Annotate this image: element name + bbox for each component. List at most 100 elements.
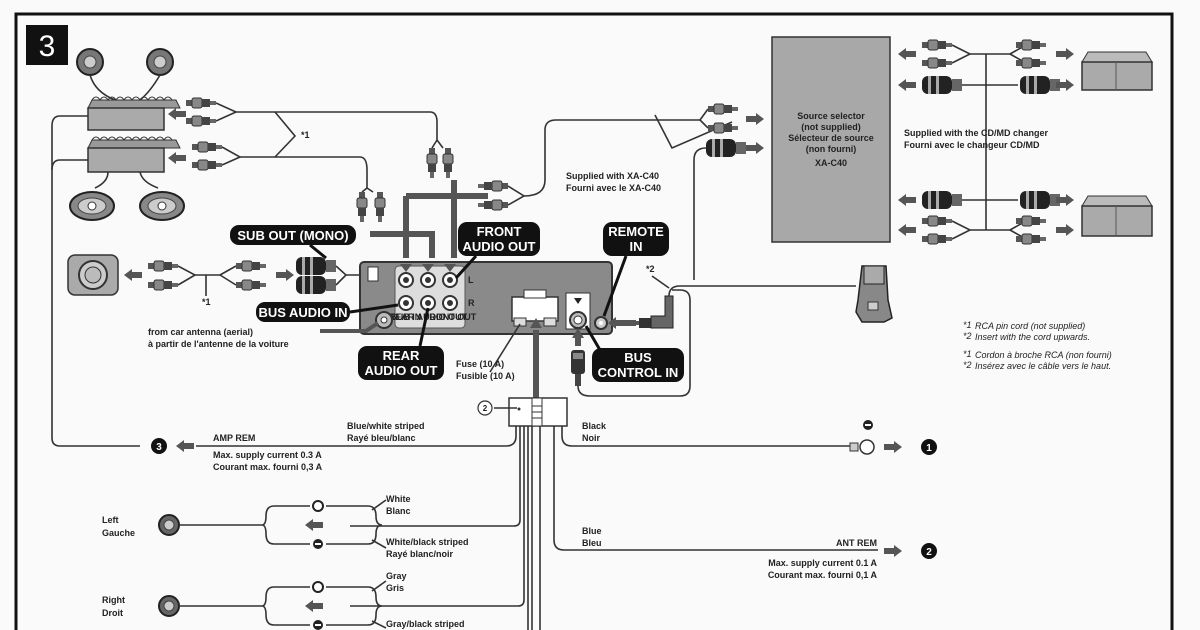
rca-note-sub: *1 [202, 297, 211, 307]
svg-text:Insérez avec le câble vers le: Insérez avec le câble vers le haut. [975, 361, 1111, 371]
supplied-cd-fr: Fourni avec le changeur CD/MD [904, 140, 1040, 150]
svg-text:RCA pin cord (not supplied): RCA pin cord (not supplied) [975, 321, 1085, 331]
supplied-xa-en: Supplied with XA-C40 [566, 171, 659, 181]
svg-text:ANT REM: ANT REM [836, 538, 877, 548]
ground-wire: Black Noir 1 [582, 420, 937, 455]
source-selector-box: Source selector (not supplied) Sélecteur… [771, 36, 891, 243]
jack-label-rear-out: REAR AUDIO OUT [389, 312, 468, 322]
supplied-xa-fr: Fourni avec le XA-C40 [566, 183, 661, 193]
svg-text:*1: *1 [963, 349, 972, 359]
antenna-label-fr: à partir de l'antenne de la voiture [148, 339, 289, 349]
connector-ref-circle [477, 400, 493, 416]
right-speaker-connection: Right Droit Gray Gris Gray/black striped [102, 571, 465, 630]
cd-changer-bottom [1081, 195, 1153, 237]
remote-plug [625, 295, 674, 329]
svg-text:White: White [386, 494, 411, 504]
jack-label-sub-in: SUB IN [391, 312, 422, 322]
svg-text:Gris: Gris [386, 583, 404, 593]
svg-text:Rayé bleu/blanc: Rayé bleu/blanc [347, 433, 416, 443]
svg-text:Courant max. fourni 0,3 A: Courant max. fourni 0,3 A [213, 462, 323, 472]
bus-cable-plug [571, 350, 585, 386]
svg-text:CONTROL IN: CONTROL IN [598, 365, 679, 380]
channel-r-label: R [468, 298, 475, 308]
fuse-label-en: Fuse (10 A) [456, 359, 504, 369]
svg-text:(not supplied): (not supplied) [801, 122, 861, 132]
supplied-cd-en: Supplied with the CD/MD changer [904, 128, 1049, 138]
svg-text:XA-C40: XA-C40 [815, 158, 847, 168]
svg-text:IN: IN [630, 239, 643, 254]
callout-sub-out: SUB OUT (MONO) [230, 225, 356, 260]
figure-frame [14, 12, 1174, 630]
footnotes: *1 RCA pin cord (not supplied) *2 Insert… [963, 320, 1112, 371]
subwoofer [67, 254, 119, 296]
changer-connections [898, 39, 1074, 245]
svg-text:White/black striped: White/black striped [386, 537, 469, 547]
svg-text:Insert with the cord upwards.: Insert with the cord upwards. [975, 332, 1090, 342]
rotary-commander [855, 265, 893, 323]
jack-label-front-out: FRONT OUT [424, 312, 477, 322]
svg-text:AUDIO OUT: AUDIO OUT [365, 363, 438, 378]
plus-icon [312, 581, 324, 593]
svg-text:Sélecteur de source: Sélecteur de source [788, 133, 874, 143]
svg-text:AUDIO OUT: AUDIO OUT [463, 239, 536, 254]
svg-text:Courant max. fourni 0,1 A: Courant max. fourni 0,1 A [768, 570, 878, 580]
svg-text:BUS: BUS [624, 350, 652, 365]
svg-text:(non fourni): (non fourni) [806, 144, 856, 154]
callout-front-audio-out: FRONT AUDIO OUT [454, 222, 540, 280]
svg-text:Blue/white striped: Blue/white striped [347, 421, 425, 431]
svg-text:Gray/black striped: Gray/black striped [386, 619, 465, 629]
channel-l-label: L [468, 275, 474, 285]
svg-text:Right: Right [102, 595, 125, 605]
tweeter-speaker-left [76, 48, 104, 76]
svg-text:Blue: Blue [582, 526, 602, 536]
svg-text:Blanc: Blanc [386, 506, 411, 516]
antenna-jack [375, 311, 393, 329]
callout-rear-audio-out: REAR AUDIO OUT [358, 307, 444, 380]
amplifier-rear [87, 136, 181, 173]
ant-rem-wire: Blue Bleu ANT REM Max. supply current 0.… [582, 526, 937, 580]
left-speaker-connection: Left Gauche White Blanc White/black stri… [102, 494, 469, 559]
svg-text:SUB OUT (MONO): SUB OUT (MONO) [237, 228, 348, 243]
svg-text:*2: *2 [963, 360, 972, 370]
svg-text:*1: *1 [963, 320, 972, 330]
svg-text:*2: *2 [963, 331, 972, 341]
svg-text:Source selector: Source selector [797, 111, 865, 121]
antenna-label-en: from car antenna (aerial) [148, 327, 253, 337]
svg-text:AMP REM: AMP REM [213, 433, 255, 443]
callout-bus-control-in: BUS CONTROL IN [584, 325, 684, 382]
step-number: 3 [39, 30, 56, 63]
svg-text:Noir: Noir [582, 433, 600, 443]
bus-control-jack [565, 292, 591, 330]
svg-text:3: 3 [156, 442, 162, 453]
svg-text:BUS AUDIO IN: BUS AUDIO IN [258, 305, 347, 320]
svg-text:2: 2 [926, 547, 932, 558]
amp-rem-wire: 3 AMP REM Max. supply current 0.3 A Cour… [151, 421, 425, 472]
svg-text:Droit: Droit [102, 608, 123, 618]
oval-speaker-left [69, 191, 115, 221]
rca-note-top: *1 [301, 130, 310, 140]
svg-text:Max. supply current 0.3 A: Max. supply current 0.3 A [213, 450, 322, 460]
svg-text:REAR: REAR [383, 348, 420, 363]
amplifier-front [87, 96, 181, 131]
fuse-label-fr: Fusible (10 A) [456, 371, 515, 381]
svg-text:Cordon à broche RCA (non fourn: Cordon à broche RCA (non fourni) [975, 350, 1112, 360]
svg-text:FRONT: FRONT [477, 224, 522, 239]
connector-ref-number: 2 [483, 404, 488, 413]
svg-text:Left: Left [102, 515, 119, 525]
cd-changer-top [1081, 51, 1153, 91]
insert-note: *2 [646, 264, 655, 274]
svg-text:Bleu: Bleu [582, 538, 602, 548]
svg-text:1: 1 [926, 443, 932, 454]
svg-text:Gauche: Gauche [102, 528, 135, 538]
svg-text:Max. supply current 0.1 A: Max. supply current 0.1 A [768, 558, 877, 568]
harness-connector [508, 397, 568, 427]
step-badge [26, 25, 68, 65]
oval-speaker-right [139, 191, 185, 221]
svg-text:Rayé blanc/noir: Rayé blanc/noir [386, 549, 454, 559]
callout-bus-audio-in: BUS AUDIO IN [256, 302, 399, 322]
callout-remote-in: REMOTE IN [602, 222, 669, 317]
svg-text:Black: Black [582, 421, 607, 431]
rca-jack-grid [398, 272, 458, 311]
remote-in-jack [594, 316, 608, 330]
